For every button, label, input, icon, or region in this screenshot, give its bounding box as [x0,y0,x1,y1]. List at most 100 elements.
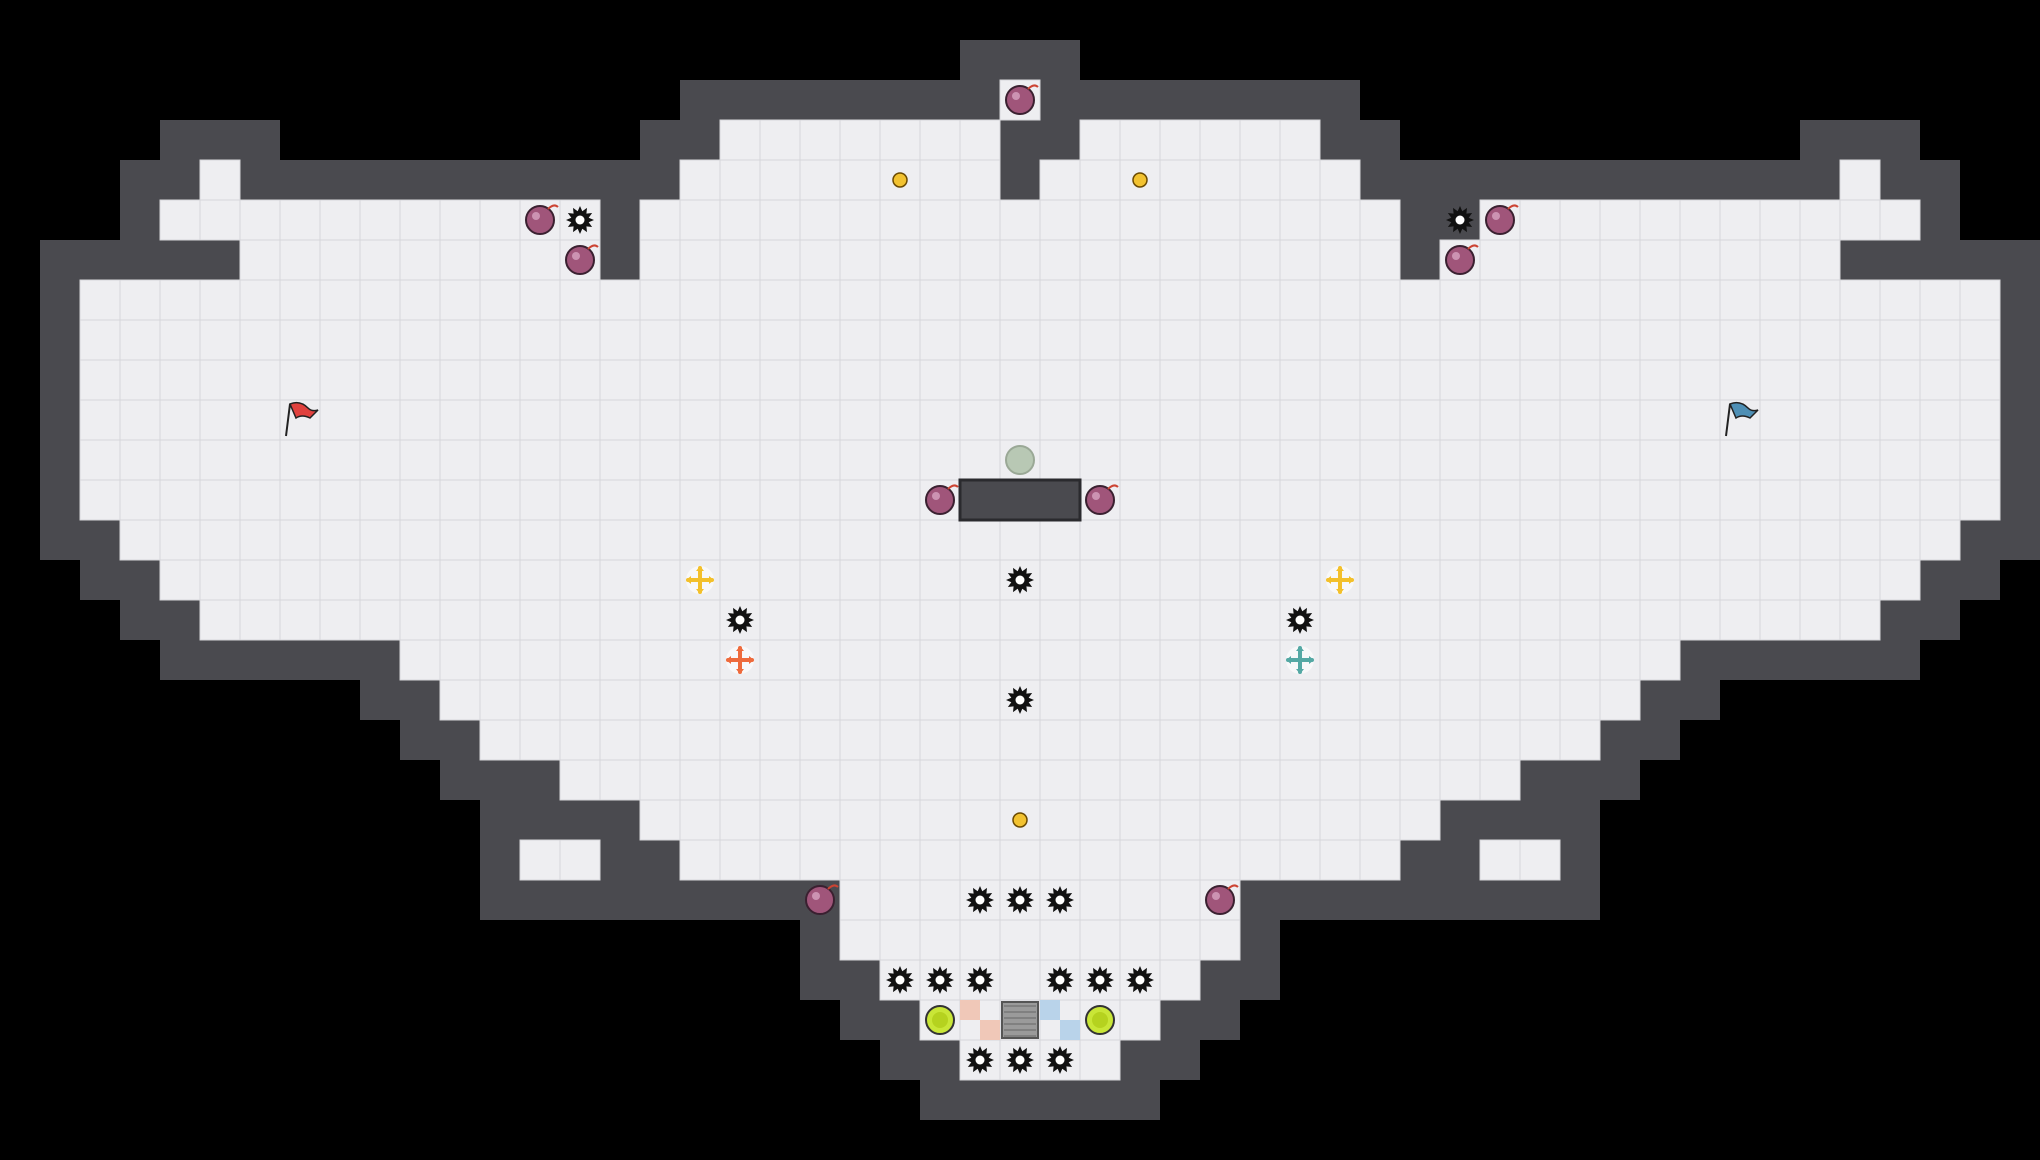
floor-tile [1479,359,1521,401]
floor-tile [119,479,161,521]
floor-tile [1039,919,1081,961]
coin-icon [892,172,908,188]
floor-tile [1359,359,1401,401]
floor-tile [519,439,561,481]
floor-tile [1359,679,1401,721]
floor-tile [159,519,201,561]
floor-tile [999,759,1041,801]
floor-tile [919,119,961,161]
floor-tile [799,479,841,521]
floor-tile [1839,279,1881,321]
floor-tile [1079,199,1121,241]
floor-tile [1439,639,1481,681]
floor-tile [679,639,721,681]
floor-tile [959,759,1001,801]
floor-tile [1879,359,1921,401]
floor-tile [119,319,161,361]
floor-tile [1919,439,1961,481]
floor-tile [319,599,361,641]
floor-tile [1119,479,1161,521]
floor-tile [559,479,601,521]
floor-tile [519,599,561,641]
floor-tile [1279,399,1321,441]
floor-tile [159,199,201,241]
floor-tile [279,199,321,241]
floor-tile [1199,239,1241,281]
floor-tile [1799,399,1841,441]
floor-tile [679,439,721,481]
floor-tile [879,519,921,561]
spike-icon [926,966,954,994]
floor-tile [879,679,921,721]
floor-tile [559,279,601,321]
floor-tile [719,319,761,361]
floor-tile [1639,359,1681,401]
floor-tile [959,359,1001,401]
floor-tile [279,279,321,321]
floor-tile [1479,479,1521,521]
floor-tile [919,439,961,481]
floor-tile [1279,839,1321,881]
red-flag-icon [285,401,319,437]
floor-tile [1119,799,1161,841]
floor-tile [1039,359,1081,401]
floor-tile [1119,719,1161,761]
floor-tile [319,319,361,361]
floor-tile [1399,799,1441,841]
floor-tile [959,199,1001,241]
floor-tile [599,719,641,761]
floor-tile [359,479,401,521]
floor-tile [1119,119,1161,161]
floor-tile [1879,559,1921,601]
floor-tile [1319,639,1361,681]
floor-tile [1479,559,1521,601]
floor-tile [1679,519,1721,561]
floor-tile [239,439,281,481]
floor-tile [1119,319,1161,361]
floor-tile [799,399,841,441]
floor-tile [679,359,721,401]
floor-tile [1559,679,1601,721]
floor-tile [1119,359,1161,401]
floor-tile [1039,319,1081,361]
floor-tile [359,559,401,601]
floor-tile [919,239,961,281]
floor-tile [1079,599,1121,641]
floor-tile [1319,359,1361,401]
floor-tile [719,479,761,521]
floor-tile [799,319,841,361]
floor-tile [1679,279,1721,321]
floor-tile [679,199,721,241]
floor-tile [399,559,441,601]
floor-tile [1919,519,1961,561]
floor-tile [1639,639,1681,681]
floor-tile [1519,839,1561,881]
floor-tile [599,599,641,641]
floor-tile [1359,199,1401,241]
floor-tile [1519,359,1561,401]
floor-tile [759,199,801,241]
floor-tile [879,879,921,921]
floor-tile [879,479,921,521]
floor-tile [1119,839,1161,881]
floor-tile [759,279,801,321]
floor-tile [759,319,801,361]
floor-tile [319,559,361,601]
floor-tile [919,399,961,441]
floor-tile [599,759,641,801]
floor-tile [359,279,401,321]
floor-tile [519,559,561,601]
floor-tile [679,239,721,281]
floor-tile [239,479,281,521]
floor-tile [279,519,321,561]
floor-tile [1799,199,1841,241]
floor-tile [319,359,361,401]
floor-tile [559,679,601,721]
floor-tile [119,439,161,481]
floor-tile [1319,839,1361,881]
floor-tile [1519,199,1561,241]
floor-tile [1119,439,1161,481]
floor-tile [639,639,681,681]
